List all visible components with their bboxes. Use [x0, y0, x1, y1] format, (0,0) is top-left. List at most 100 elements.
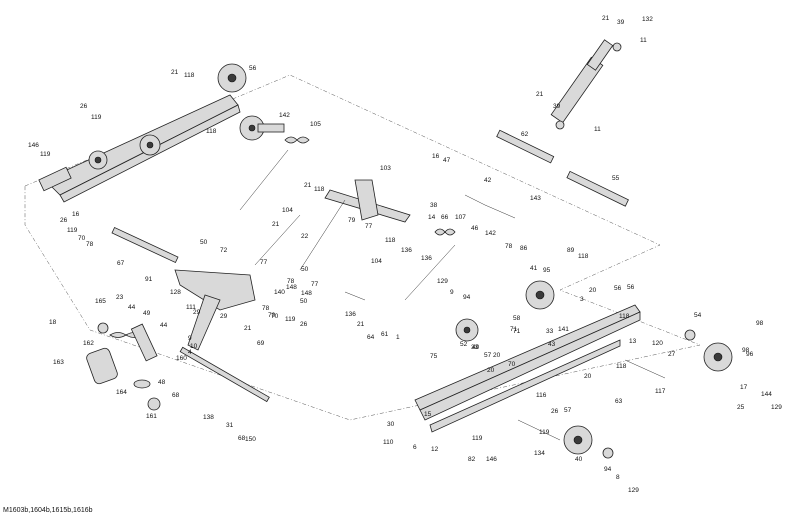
callout: 26	[300, 321, 308, 328]
callout: 39	[553, 103, 561, 110]
callout: 18	[49, 319, 57, 326]
callout: 70	[78, 235, 86, 242]
callout: 162	[83, 340, 94, 347]
callout: 14	[428, 214, 436, 221]
callout: 98	[742, 347, 750, 354]
callout: 67	[117, 260, 125, 267]
callout: 110	[383, 439, 394, 446]
callout: 119	[285, 316, 296, 323]
spring-142	[434, 228, 456, 236]
right-rail-assembly	[414, 304, 641, 433]
callout: 77	[365, 223, 373, 230]
callout: 118	[184, 72, 195, 79]
callout: 61	[381, 331, 389, 338]
callout: 103	[380, 165, 391, 172]
callout: 71	[510, 326, 518, 333]
wheel-52	[455, 318, 479, 342]
callout: 58	[513, 315, 521, 322]
callout: 21	[602, 15, 610, 22]
callout: 118	[206, 128, 217, 135]
callout: 148	[301, 290, 312, 297]
callout: 91	[145, 276, 153, 283]
callout: 4	[188, 349, 192, 356]
callout: 146	[28, 142, 39, 149]
callout: 134	[534, 450, 545, 457]
callout: 15	[424, 411, 432, 418]
callout: 70	[268, 312, 276, 319]
callout: 21	[304, 182, 312, 189]
callout: 50	[301, 266, 309, 273]
idler-wheel-89	[525, 280, 555, 310]
callout: 118	[578, 253, 589, 260]
callout: 128	[170, 289, 181, 296]
callout: 62	[521, 131, 529, 138]
callout: 164	[116, 389, 127, 396]
callout: 94	[463, 294, 471, 301]
callout: 44	[160, 322, 168, 329]
callout: 78	[262, 305, 270, 312]
shaft-55	[566, 170, 629, 207]
callout: 140	[274, 289, 285, 296]
callout: 26	[60, 217, 68, 224]
callout: 70	[271, 313, 279, 320]
callout: 160	[176, 355, 187, 362]
callout: 142	[485, 230, 496, 237]
callout: 129	[437, 278, 448, 285]
callout: 56	[614, 285, 622, 292]
callout: 21	[244, 325, 252, 332]
callout: 64	[367, 334, 375, 341]
callout: 165	[95, 298, 106, 305]
callout: 26	[551, 408, 559, 415]
rod-134	[517, 419, 561, 441]
callout: 77	[311, 281, 319, 288]
callout: 20	[487, 367, 495, 374]
callout: 142	[279, 112, 290, 119]
callout: 66	[441, 214, 449, 221]
callout: 136	[421, 255, 432, 262]
callout: 119	[67, 227, 78, 234]
callout: 39	[617, 19, 625, 26]
callout: 94	[604, 466, 612, 473]
diagram-code: M1603b,1604b,1615b,1616b	[3, 507, 93, 514]
callout: 111	[186, 304, 196, 311]
callout: 118	[616, 363, 627, 370]
callout: 118	[314, 186, 325, 193]
callout: 1	[396, 334, 400, 341]
shaft-62	[496, 129, 555, 164]
callout: 40	[472, 344, 480, 351]
callout: 20	[589, 287, 597, 294]
callout: 86	[520, 245, 528, 252]
callout: 21	[357, 321, 365, 328]
callout: 150	[245, 436, 256, 443]
center-frame	[254, 179, 411, 271]
callout: 9	[188, 335, 192, 342]
callout: 21	[536, 91, 544, 98]
callout: 21	[171, 69, 179, 76]
callout: 6	[413, 444, 417, 451]
callout: 118	[385, 237, 396, 244]
callout: 23	[116, 294, 124, 301]
callout: 138	[203, 414, 214, 421]
callout: 144	[761, 391, 772, 398]
left-rail-assembly	[38, 63, 247, 203]
front-shock	[86, 322, 161, 411]
assembly-boundary	[24, 74, 701, 421]
callout: 119	[472, 435, 483, 442]
callout: 96	[746, 351, 754, 358]
callout: 44	[128, 304, 136, 311]
rear-idler-98	[684, 329, 733, 372]
rear-idler-63	[563, 425, 614, 459]
callout: 33	[546, 328, 554, 335]
callout: 129	[628, 487, 639, 494]
callout: 104	[371, 258, 382, 265]
callout: 68	[172, 392, 180, 399]
callout: 21	[272, 221, 280, 228]
callout: 41	[530, 265, 538, 272]
rod-117	[624, 359, 666, 379]
callout: 78	[86, 241, 94, 248]
callout: 27	[668, 351, 676, 358]
callout: 72	[220, 247, 228, 254]
callout: 78	[287, 278, 295, 285]
callout: 8	[616, 474, 620, 481]
